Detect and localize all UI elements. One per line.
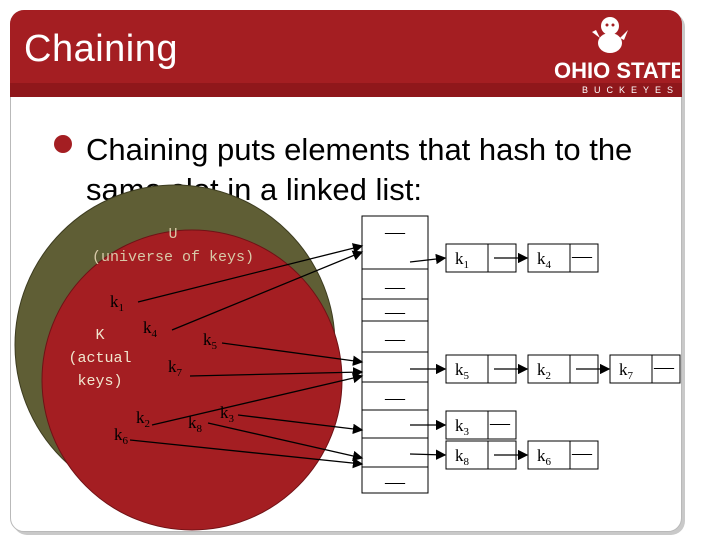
key-k6: k6 — [114, 425, 129, 447]
nil-k6: — — [571, 442, 593, 464]
key-k2: k2 — [136, 408, 150, 430]
svg-text:k6: k6 — [537, 446, 552, 468]
ohio-state-logo: OHIO STATE BUCKEYES — [554, 17, 680, 95]
key-k7: k7 — [168, 357, 183, 379]
nil-slot-0: — — [384, 221, 406, 243]
svg-text:k7: k7 — [619, 360, 634, 382]
logo-subtext: BUCKEYES — [582, 85, 679, 95]
svg-text:k8: k8 — [455, 446, 470, 468]
svg-text:k5: k5 — [455, 360, 470, 382]
key-k4: k4 — [143, 318, 158, 340]
svg-text:k3: k3 — [455, 416, 470, 438]
nil-slot-4: — — [384, 328, 406, 350]
key-k5: k5 — [203, 330, 218, 352]
key-k3: k3 — [220, 403, 235, 425]
actual-sub2: keys) — [77, 373, 122, 390]
svg-text:k2: k2 — [537, 360, 551, 382]
node-k3 — [445, 410, 517, 440]
nil-k3: — — [489, 412, 511, 434]
nil-slot-2: — — [384, 276, 406, 298]
nil-k7: — — [653, 356, 675, 378]
bullet-icon — [54, 135, 72, 153]
node-k6 — [527, 440, 599, 470]
svg-text:k1: k1 — [455, 249, 469, 271]
universe-sub: (universe of keys) — [92, 249, 254, 266]
node-k4 — [527, 243, 599, 273]
nil-slot-9: — — [384, 471, 406, 493]
actual-sub1: (actual — [68, 350, 131, 367]
svg-text:k4: k4 — [537, 249, 552, 271]
slide-title: Chaining — [24, 28, 178, 70]
nil-slot-3: — — [384, 301, 406, 323]
key-k1: k1 — [110, 292, 124, 314]
key-k8: k8 — [188, 413, 203, 435]
title-bar — [10, 10, 682, 97]
nil-k4: — — [571, 245, 593, 267]
logo-text: OHIO STATE — [554, 58, 680, 83]
universe-label: U — [168, 226, 177, 243]
nil-slot-6: — — [384, 387, 406, 409]
actual-label: K — [95, 327, 104, 344]
hash-table — [361, 215, 429, 494]
